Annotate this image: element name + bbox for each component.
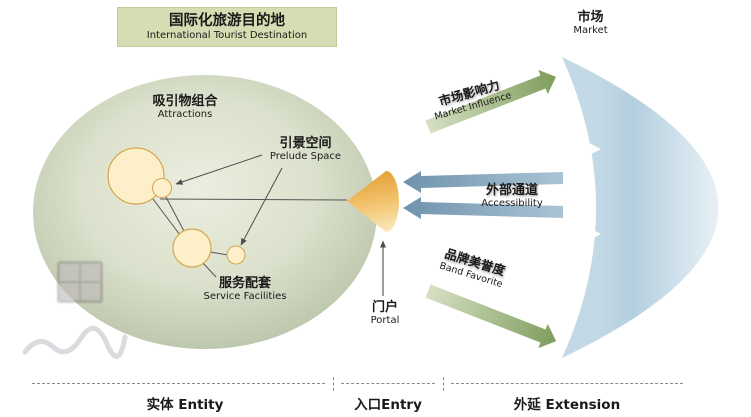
attraction-node-medium: [172, 228, 212, 268]
watermark-signature: [22, 326, 128, 359]
accessibility-arrow-upper: [403, 171, 563, 193]
attraction-node-large: [107, 147, 165, 205]
accessibility-arrow-lower: [403, 197, 563, 219]
watermark-stamp: [57, 261, 103, 303]
market-label: 市场 Market: [553, 10, 628, 37]
prelude-node-small-2: [226, 245, 246, 265]
portal-cone: [347, 171, 399, 232]
prelude-space-label-zh: 引景空间: [279, 136, 332, 151]
brand-favorite-arrow: [425, 284, 557, 349]
service-facilities-label-en: Service Facilities: [203, 291, 287, 303]
prelude-node-small-1: [151, 177, 173, 199]
attractions-label-en: Attractions: [157, 109, 213, 121]
portal-label-zh: 门户: [371, 300, 398, 315]
service-pointer-line: [202, 262, 217, 278]
title-en: International Tourist Destination: [146, 29, 308, 41]
accessibility-label-en: Accessibility: [481, 198, 543, 210]
watermark-stamp-cell: [81, 264, 100, 281]
prelude-pointer-1: [175, 154, 263, 185]
crescent-white-arrow-bottom: [582, 224, 601, 244]
node-link-3: [209, 251, 229, 256]
market-label-en: Market: [573, 25, 608, 37]
prelude-space-label: 引景空间 Prelude Space: [258, 136, 353, 163]
prelude-pointer-2: [240, 167, 283, 246]
destination-ellipse: [33, 75, 377, 349]
section-label-extension: 外延 Extension: [513, 397, 621, 413]
watermark-stamp-cell: [60, 264, 79, 281]
attractions-label: 吸引物组合 Attractions: [130, 94, 240, 121]
section-divider-entry: [341, 383, 435, 384]
section-divider-entity: [32, 383, 325, 384]
title-zh: 国际化旅游目的地: [169, 12, 285, 29]
service-facilities-label-zh: 服务配套: [218, 276, 271, 291]
crescent-white-arrow-top: [582, 139, 601, 159]
watermark-stamp-cell: [60, 283, 79, 300]
title-box: 国际化旅游目的地 International Tourist Destinati…: [117, 7, 337, 47]
node-link-2: [165, 196, 186, 234]
section-tick-2: [443, 377, 444, 391]
portal-label: 门户 Portal: [355, 300, 415, 327]
attractions-label-zh: 吸引物组合: [152, 94, 218, 109]
section-divider-extension: [451, 383, 683, 384]
accessibility-label: 外部通道 Accessibility: [462, 183, 562, 210]
market-crescent: [562, 57, 719, 358]
watermark-stamp-cell: [81, 283, 100, 300]
section-label-entity: 实体 Entity: [146, 397, 224, 413]
service-facilities-label: 服务配套 Service Facilities: [195, 276, 295, 303]
market-label-zh: 市场: [577, 10, 604, 25]
prelude-space-label-en: Prelude Space: [269, 151, 342, 163]
section-label-entry: 入口Entry: [354, 397, 422, 413]
accessibility-label-zh: 外部通道: [485, 183, 538, 198]
portal-label-en: Portal: [370, 315, 400, 327]
section-tick-1: [333, 377, 334, 391]
market-influence-arrow: [425, 69, 556, 134]
axis-line-to-portal: [159, 198, 348, 201]
